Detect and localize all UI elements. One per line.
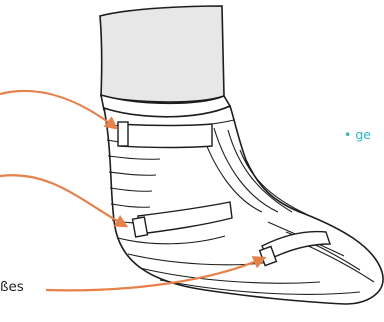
middle-strap	[131, 201, 233, 238]
bottom-left-label-fragment: ßes	[0, 279, 24, 295]
upper-strap	[117, 121, 213, 149]
leg	[99, 5, 225, 103]
brace-body	[102, 104, 384, 305]
arrow-middle	[0, 174, 129, 228]
middle-strap-buckle	[131, 216, 149, 238]
upper-strap-buckle	[117, 121, 129, 147]
arrow-upper	[0, 90, 119, 130]
arrow-toe	[45, 256, 267, 292]
right-label-fragment: • ge	[344, 127, 371, 142]
